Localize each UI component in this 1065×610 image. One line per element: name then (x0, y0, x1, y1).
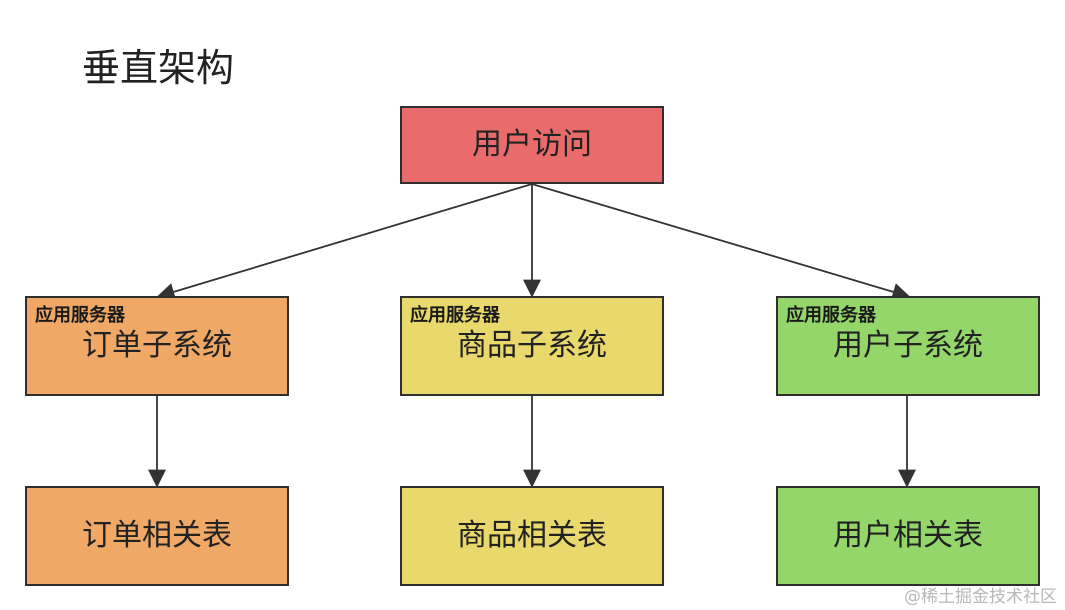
diagram-title: 垂直架构 (82, 46, 235, 90)
user-table-box: 用户相关表 (776, 486, 1040, 586)
product-subsystem-label: 商品子系统 (457, 328, 607, 363)
access-to-order-arrow (156, 183, 533, 301)
user-access-label: 用户访问 (472, 127, 592, 162)
order-subsystem-box: 应用服务器 订单子系统 (25, 296, 289, 396)
access-to-user-arrow (531, 183, 911, 301)
product-table-box: 商品相关表 (400, 486, 664, 586)
product-table-label: 商品相关表 (457, 518, 607, 553)
order-subsystem-label: 订单子系统 (82, 328, 232, 363)
order-table-box: 订单相关表 (25, 486, 289, 586)
user-table-label: 用户相关表 (833, 518, 983, 553)
user-access-box: 用户访问 (400, 106, 664, 184)
order-table-label: 订单相关表 (82, 518, 232, 553)
user-app-server-caption: 应用服务器 (786, 305, 876, 326)
order-app-server-caption: 应用服务器 (35, 305, 125, 326)
product-app-server-caption: 应用服务器 (410, 305, 500, 326)
product-subsystem-box: 应用服务器 商品子系统 (400, 296, 664, 396)
user-subsystem-label: 用户子系统 (833, 328, 983, 363)
site-watermark: @稀土掘金技术社区 (904, 587, 1057, 607)
user-subsystem-box: 应用服务器 用户子系统 (776, 296, 1040, 396)
